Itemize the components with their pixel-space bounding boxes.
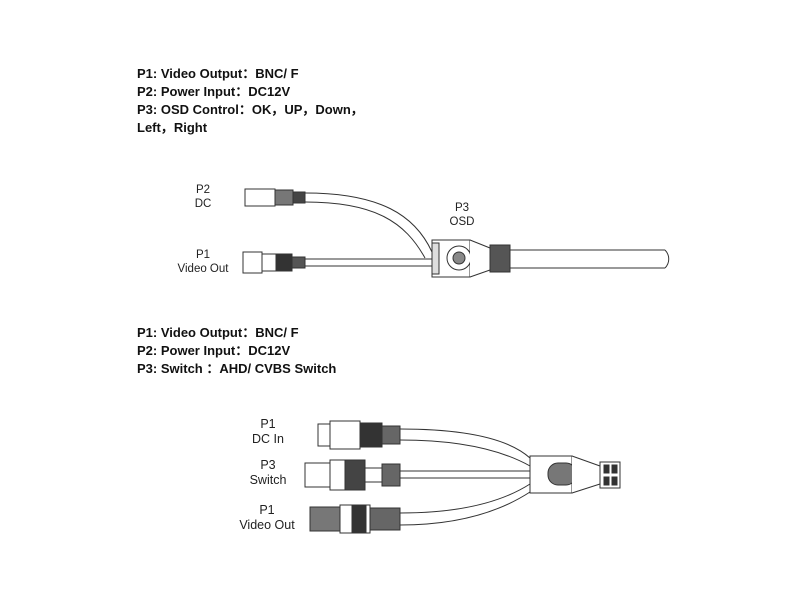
- label-p3-switch: P3 Switch: [238, 458, 298, 488]
- switch-cable-drawing: [304, 420, 621, 534]
- spec-block-osd-cable: P1: Video Output：BNC/ F P2: Power Input：…: [137, 65, 364, 137]
- port-name: DC: [194, 198, 212, 210]
- dc-connector-icon: [244, 188, 306, 207]
- dc-in-connector-icon: [317, 420, 401, 450]
- port-id: P3: [260, 458, 276, 472]
- video-out-connector-icon: [309, 504, 401, 534]
- port-id: P1: [259, 503, 275, 517]
- label-p3-osd: P3 OSD: [445, 201, 479, 229]
- port-id: P2: [195, 184, 211, 196]
- bnc-connector-icon: [242, 251, 306, 274]
- spec-line: P1: Video Output：BNC/ F: [137, 325, 299, 340]
- port-name: DC In: [252, 432, 284, 446]
- spec-line: P3: Switch ：AHD/ CVBS Switch: [137, 361, 337, 376]
- spec-line: Left，Right: [137, 120, 208, 135]
- spec-line: P2: Power Input：DC12V: [137, 343, 291, 358]
- spec-block-switch-cable: P1: Video Output：BNC/ F P2: Power Input：…: [137, 324, 336, 378]
- switch-connector-icon: [304, 459, 401, 491]
- port-name: Video Out: [177, 263, 229, 275]
- spec-line: P1: Video Output：BNC/ F: [137, 66, 299, 81]
- port-id: P1: [260, 417, 276, 431]
- spec-line: P2: Power Input：DC12V: [137, 84, 291, 99]
- port-name: Switch: [249, 473, 287, 487]
- label-p2-dc: P2 DC: [186, 183, 220, 211]
- port-id: P1: [195, 249, 211, 261]
- label-p1-video-out: P1 Video Out: [168, 248, 238, 276]
- port-name: Video Out: [239, 518, 295, 532]
- port-name: OSD: [449, 216, 475, 228]
- port-id: P3: [454, 202, 470, 214]
- osd-cable-drawing: [242, 188, 670, 278]
- osd-control-box-icon: [431, 239, 511, 278]
- label-p1-video-out-2: P1 Video Out: [228, 503, 306, 533]
- switch-junction-box-icon: [529, 455, 621, 494]
- spec-line: P3: OSD Control：OK，UP，Down，: [137, 102, 364, 117]
- label-p1-dc-in: P1 DC In: [238, 417, 298, 447]
